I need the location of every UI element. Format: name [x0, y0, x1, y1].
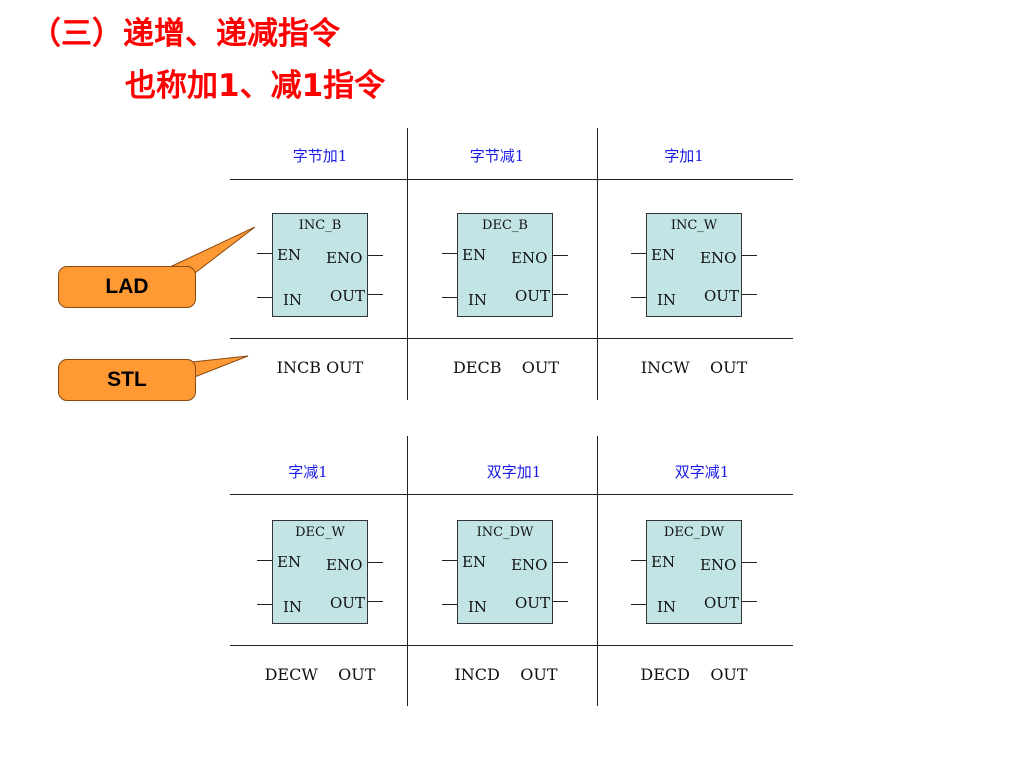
column-divider — [597, 128, 598, 400]
eno-pin-label: ENO — [511, 249, 548, 267]
lad-callout: LAD — [58, 266, 196, 308]
stl-instruction: INCB OUT — [276, 358, 364, 377]
column-header: 字减1 — [288, 463, 328, 481]
slide-title: （三）递增、递减指令 — [30, 16, 340, 52]
column-divider — [407, 128, 408, 400]
column-header: 字节加1 — [292, 147, 348, 165]
table-rule — [230, 645, 793, 646]
block-name: DEC_DW — [663, 525, 725, 540]
out-wire — [553, 294, 568, 295]
in-wire — [442, 604, 457, 605]
column-header: 双字减1 — [674, 463, 730, 481]
in-wire — [257, 297, 272, 298]
eno-pin-label: ENO — [326, 249, 363, 267]
ladder-block: DEC_B EN ENO IN OUT — [457, 213, 553, 317]
out-wire — [553, 601, 568, 602]
block-name: DEC_W — [295, 525, 345, 540]
en-wire — [257, 560, 272, 561]
table-rule — [230, 494, 793, 495]
out-wire — [742, 601, 757, 602]
eno-pin-label: ENO — [700, 249, 737, 267]
block-name: INC_B — [298, 218, 342, 233]
stl-instruction: DECW OUT — [264, 665, 376, 684]
stl-instruction: DECB OUT — [452, 358, 560, 377]
out-pin-label: OUT — [330, 287, 365, 305]
en-wire — [257, 253, 272, 254]
table-rule — [230, 179, 793, 180]
in-pin-label: IN — [283, 598, 303, 616]
en-pin-label: EN — [277, 553, 302, 571]
eno-wire — [553, 255, 568, 256]
ladder-block: DEC_DW EN ENO IN OUT — [646, 520, 742, 624]
eno-pin-label: ENO — [700, 556, 737, 574]
stl-instruction: INCD OUT — [454, 665, 558, 684]
en-pin-label: EN — [651, 246, 676, 264]
eno-wire — [742, 255, 757, 256]
out-pin-label: OUT — [704, 287, 739, 305]
in-pin-label: IN — [468, 598, 488, 616]
eno-pin-label: ENO — [511, 556, 548, 574]
slide-subtitle: 也称加1、减1指令 — [125, 68, 386, 104]
out-pin-label: OUT — [704, 594, 739, 612]
out-wire — [368, 601, 383, 602]
en-wire — [631, 560, 646, 561]
out-wire — [368, 294, 383, 295]
column-header: 双字加1 — [486, 463, 542, 481]
in-wire — [442, 297, 457, 298]
ladder-block: INC_B EN ENO IN OUT — [272, 213, 368, 317]
eno-wire — [742, 562, 757, 563]
in-pin-label: IN — [468, 291, 488, 309]
in-pin-label: IN — [657, 291, 677, 309]
en-pin-label: EN — [277, 246, 302, 264]
column-divider — [597, 436, 598, 706]
out-pin-label: OUT — [515, 287, 550, 305]
out-pin-label: OUT — [515, 594, 550, 612]
block-name: INC_DW — [476, 525, 534, 540]
en-pin-label: EN — [462, 246, 487, 264]
en-wire — [631, 253, 646, 254]
column-divider — [407, 436, 408, 706]
in-wire — [631, 604, 646, 605]
in-wire — [631, 297, 646, 298]
eno-wire — [553, 562, 568, 563]
ladder-block: INC_W EN ENO IN OUT — [646, 213, 742, 317]
stl-callout: STL — [58, 359, 196, 401]
table-rule — [230, 338, 793, 339]
column-header: 字节减1 — [469, 147, 525, 165]
in-pin-label: IN — [657, 598, 677, 616]
en-wire — [442, 253, 457, 254]
block-name: DEC_B — [482, 218, 528, 233]
block-name: INC_W — [670, 218, 718, 233]
stl-instruction: INCW OUT — [640, 358, 748, 377]
column-header: 字加1 — [664, 147, 704, 165]
in-wire — [257, 604, 272, 605]
stl-instruction: DECD OUT — [640, 665, 748, 684]
in-pin-label: IN — [283, 291, 303, 309]
eno-wire — [368, 562, 383, 563]
en-pin-label: EN — [462, 553, 487, 571]
en-wire — [442, 560, 457, 561]
eno-wire — [368, 255, 383, 256]
eno-pin-label: ENO — [326, 556, 363, 574]
ladder-block: INC_DW EN ENO IN OUT — [457, 520, 553, 624]
out-wire — [742, 294, 757, 295]
en-pin-label: EN — [651, 553, 676, 571]
ladder-block: DEC_W EN ENO IN OUT — [272, 520, 368, 624]
out-pin-label: OUT — [330, 594, 365, 612]
